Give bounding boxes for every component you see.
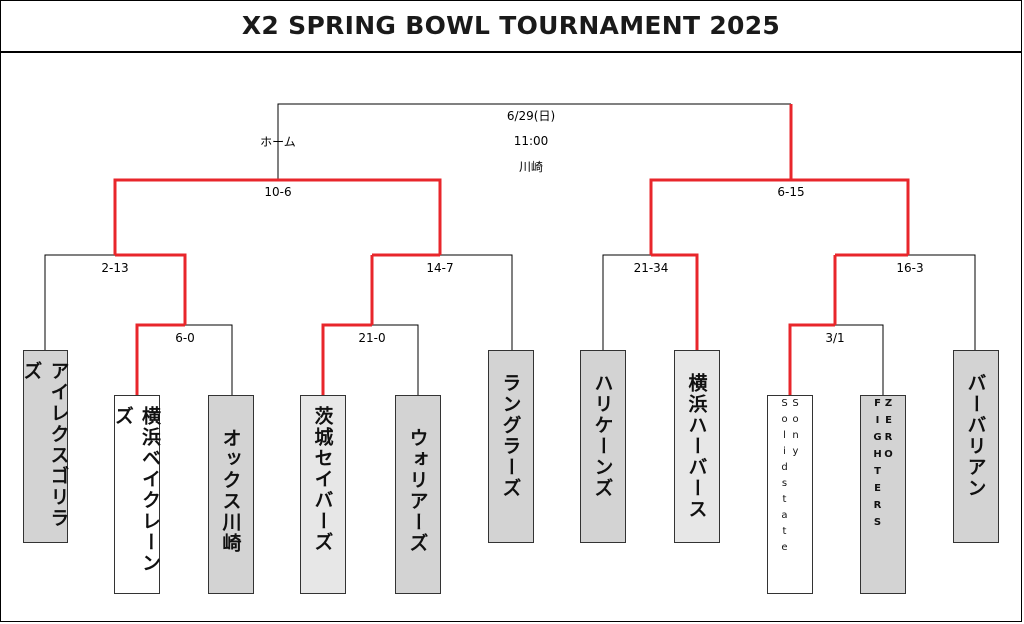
team-name: ウォリアーズ: [406, 428, 429, 554]
r1c-right: [835, 324, 884, 395]
qf2-right: [440, 254, 513, 350]
score-r1a: 6-0: [175, 331, 195, 345]
team-box: オックス川崎: [208, 395, 254, 594]
score-qf4: 16-3: [896, 261, 923, 275]
qf4-right: [908, 254, 976, 350]
team-box: 横浜ベイクレーンズ: [112, 395, 161, 594]
team-box: バーバリアン: [953, 350, 999, 543]
page-title: X2 SPRING BOWL TOURNAMENT 2025: [241, 11, 781, 40]
team-box: アイレクスゴリラズ: [21, 350, 70, 543]
score-qf1: 2-13: [101, 261, 128, 275]
team-name: ZERO FIGHTERS: [872, 398, 894, 534]
win-r1c: [788, 323, 835, 395]
team-name: Sony Solidstate: [779, 398, 801, 558]
team-box: ZERO FIGHTERS: [860, 395, 906, 594]
win-semi-right: [649, 178, 910, 255]
team-name: ラングラーズ: [499, 373, 522, 499]
bracket-lines-winner: [113, 104, 910, 395]
team-name: 横浜ベイクレーンズ: [112, 406, 161, 574]
team-name: バーバリアン: [964, 373, 987, 499]
score-qf3: 21-34: [634, 261, 669, 275]
r1b-right: [372, 324, 419, 395]
team-name: オックス川崎: [219, 428, 242, 554]
score-qf2: 14-7: [426, 261, 453, 275]
win-qf1: [115, 253, 187, 325]
score-semi-left: 10-6: [264, 185, 291, 199]
team-box: ラングラーズ: [488, 350, 534, 543]
team-name: アイレクスゴリラズ: [20, 361, 70, 529]
team-box: 茨城セイバーズ: [300, 395, 346, 594]
team-name: 茨城セイバーズ: [311, 406, 334, 553]
score-r1b: 21-0: [358, 331, 385, 345]
qf1-left: [44, 254, 115, 350]
win-qf3: [651, 253, 699, 350]
header: X2 SPRING BOWL TOURNAMENT 2025: [0, 0, 1022, 53]
win-semi-left: [113, 178, 442, 255]
qf3-left: [602, 254, 651, 350]
team-name: ハリケーンズ: [591, 373, 614, 499]
r1a-right: [185, 324, 233, 395]
win-r1a: [135, 323, 185, 395]
team-box: Sony Solidstate: [767, 395, 813, 594]
final-time: 11:00: [514, 134, 549, 148]
team-box: ウォリアーズ: [395, 395, 441, 594]
final-left-top: [277, 103, 791, 180]
final-venue: 川崎: [519, 160, 543, 174]
score-semi-right: 6-15: [777, 185, 804, 199]
team-name: 横浜ハーバース: [685, 373, 708, 520]
score-r1c: 3/1: [825, 331, 844, 345]
team-box: ハリケーンズ: [580, 350, 626, 543]
final-date: 6/29(日): [507, 109, 555, 123]
home-label: ホーム: [260, 135, 296, 149]
team-box: 横浜ハーバース: [674, 350, 720, 543]
win-r1b: [321, 323, 372, 395]
